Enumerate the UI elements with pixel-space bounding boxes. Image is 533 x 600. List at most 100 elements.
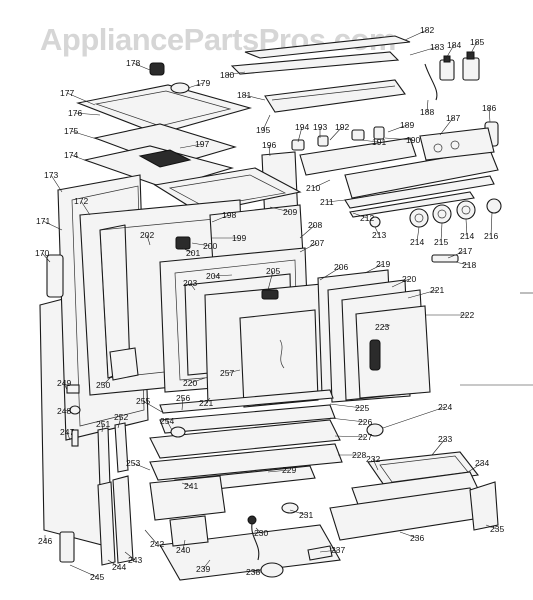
part-number-label-200[interactable]: 200 [203,241,217,251]
rear-channel-181[interactable] [264,79,406,113]
side-strip-252[interactable] [114,422,129,473]
part-number-label-248[interactable]: 248 [57,406,71,416]
cooktop-top-panel[interactable] [76,84,253,135]
part-number-label-183[interactable]: 183 [430,42,444,52]
part-number-label-220[interactable]: 220 [402,274,416,284]
control-bracket-210[interactable] [299,137,417,176]
switch-185[interactable] [462,51,480,81]
part-number-label-214[interactable]: 214 [410,237,424,247]
part-number-label-233[interactable]: 233 [438,434,452,444]
part-number-label-214[interactable]: 214 [460,231,474,241]
broil-assembly-241[interactable] [149,475,226,521]
part-number-label-175[interactable]: 175 [64,126,78,136]
part-number-label-245[interactable]: 245 [90,572,104,582]
burner-valve-240[interactable] [169,515,209,547]
part-number-label-170[interactable]: 170 [35,248,49,258]
part-number-label-251[interactable]: 251 [96,419,110,429]
part-number-label-185[interactable]: 185 [470,37,484,47]
part-number-label-224[interactable]: 224 [438,402,452,412]
bracket-237[interactable] [307,545,333,561]
part-number-label-226[interactable]: 226 [358,417,372,427]
part-number-label-208[interactable]: 208 [308,220,322,230]
part-number-label-188[interactable]: 188 [420,107,434,117]
part-number-label-207[interactable]: 207 [310,238,324,248]
part-number-label-172[interactable]: 172 [74,196,88,206]
regulator-238[interactable] [260,562,284,578]
top-frame-195[interactable] [153,167,302,214]
part-number-label-246[interactable]: 246 [38,536,52,546]
part-number-label-241[interactable]: 241 [184,481,198,491]
part-number-label-211[interactable]: 211 [320,197,334,207]
part-number-label-244[interactable]: 244 [112,562,126,572]
knob-215[interactable] [432,204,452,224]
part-number-label-171[interactable]: 171 [36,216,50,226]
part-number-label-212[interactable]: 212 [360,213,374,223]
part-number-label-204[interactable]: 204 [206,271,220,281]
door-window-257[interactable] [239,309,319,408]
grommet-179[interactable] [170,82,190,94]
part-number-label-234[interactable]: 234 [475,458,489,468]
part-number-label-217[interactable]: 217 [458,246,472,256]
part-number-label-257[interactable]: 257 [220,368,234,378]
gas-orifice-231[interactable] [281,502,299,514]
part-number-label-247[interactable]: 247 [60,427,74,437]
part-number-label-239[interactable]: 239 [196,564,210,574]
bracket-250[interactable] [109,347,139,381]
part-number-label-195[interactable]: 195 [256,125,270,135]
part-number-label-216[interactable]: 216 [484,231,498,241]
part-number-label-210[interactable]: 210 [306,183,320,193]
part-number-label-201[interactable]: 201 [186,248,200,258]
top-rear-plate[interactable] [82,145,235,189]
part-number-label-240[interactable]: 240 [176,545,190,555]
part-number-label-187[interactable]: 187 [446,113,460,123]
part-number-label-232[interactable]: 232 [366,454,380,464]
part-number-label-223[interactable]: 223 [375,322,389,332]
part-number-label-220[interactable]: 220 [183,378,197,388]
part-number-label-231[interactable]: 231 [299,510,313,520]
part-number-label-184[interactable]: 184 [447,40,461,50]
part-number-label-174[interactable]: 174 [64,150,78,160]
part-number-label-222[interactable]: 222 [460,310,474,320]
part-number-label-182[interactable]: 182 [420,25,434,35]
part-number-label-236[interactable]: 236 [410,533,424,543]
part-number-label-198[interactable]: 198 [222,210,236,220]
part-number-label-197[interactable]: 197 [195,139,209,149]
part-number-label-238[interactable]: 238 [246,567,260,577]
part-number-label-178[interactable]: 178 [126,58,140,68]
part-number-label-194[interactable]: 194 [295,122,309,132]
trim-strip-211[interactable] [344,175,495,209]
part-number-label-176[interactable]: 176 [68,108,82,118]
part-number-label-219[interactable]: 219 [376,259,390,269]
switch-184[interactable] [439,55,455,81]
part-number-label-213[interactable]: 213 [372,230,386,240]
part-number-label-203[interactable]: 203 [183,278,197,288]
part-number-label-192[interactable]: 192 [335,122,349,132]
clip-254[interactable] [170,426,186,438]
part-number-label-221[interactable]: 221 [199,398,213,408]
knob-214-a[interactable] [409,208,429,228]
part-number-label-209[interactable]: 209 [283,207,297,217]
connector-224[interactable] [366,423,384,437]
part-number-label-256[interactable]: 256 [176,393,190,403]
part-number-label-186[interactable]: 186 [482,103,496,113]
bake-element-226[interactable] [159,404,336,434]
part-number-label-254[interactable]: 254 [160,416,174,426]
heat-shield-228[interactable] [149,443,343,481]
trim-225[interactable] [159,389,334,414]
bracket-249[interactable] [66,384,80,394]
part-number-label-218[interactable]: 218 [462,260,476,270]
part-number-label-199[interactable]: 199 [232,233,246,243]
part-number-label-196[interactable]: 196 [262,140,276,150]
switch-bank-193[interactable] [291,126,385,151]
part-number-label-228[interactable]: 228 [352,450,366,460]
knob-178[interactable] [149,62,165,76]
part-number-label-221[interactable]: 221 [430,285,444,295]
part-number-label-235[interactable]: 235 [490,524,504,534]
part-number-label-180[interactable]: 180 [220,70,234,80]
control-panel-187[interactable] [344,127,499,199]
igniter-230[interactable] [247,515,260,561]
part-number-label-206[interactable]: 206 [334,262,348,272]
part-number-label-250[interactable]: 250 [96,380,110,390]
part-number-label-177[interactable]: 177 [60,88,74,98]
part-number-label-243[interactable]: 243 [128,555,142,565]
